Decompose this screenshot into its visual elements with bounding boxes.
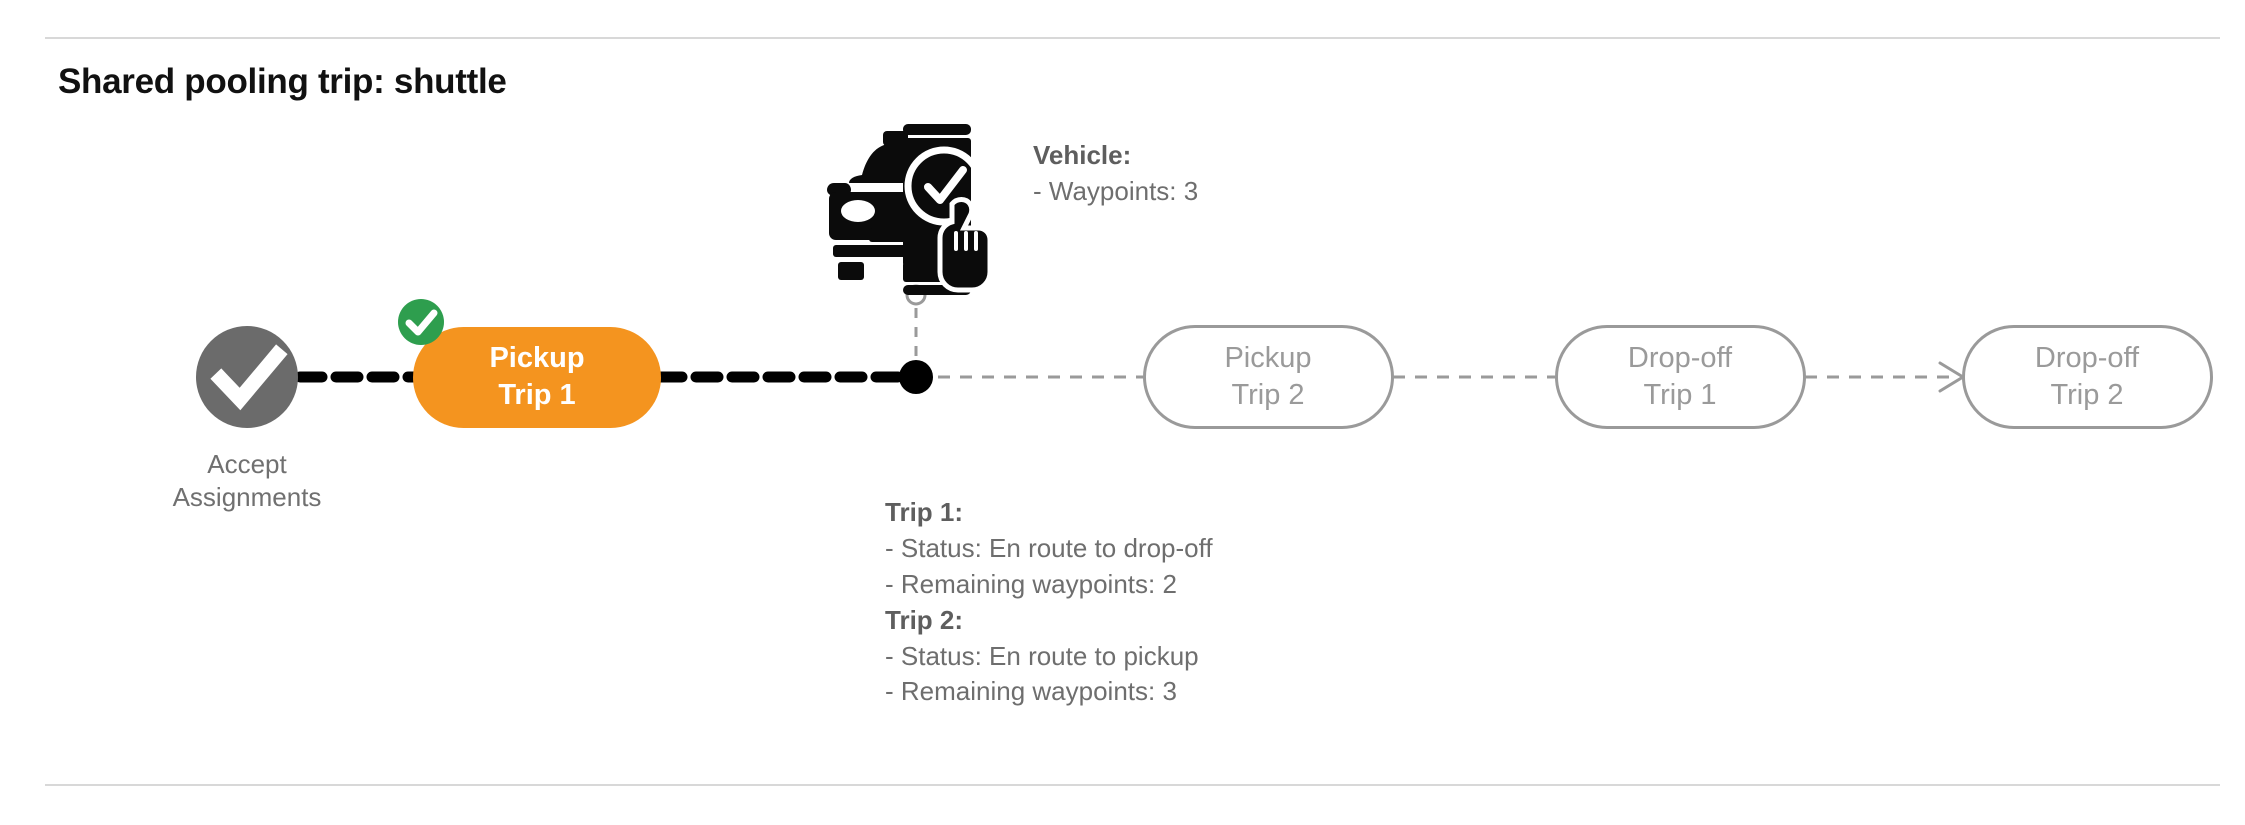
vehicle-check-ring <box>904 146 984 226</box>
check-mark-icon <box>210 344 288 411</box>
check-badge-circle <box>398 299 444 345</box>
vehicle-headlight <box>841 200 875 222</box>
vehicle-side-panel <box>869 228 909 242</box>
vehicle-car-cabin <box>849 145 906 183</box>
trip-2-status: - Status: En route to pickup <box>885 640 1199 671</box>
check-badge-mark-icon <box>405 309 438 336</box>
vehicle-roof-box <box>883 131 908 146</box>
vehicle-annotation-heading-suffix: : <box>1122 140 1132 170</box>
node-pickup-trip-1-shape <box>413 327 661 428</box>
trip-1-heading-line: Trip 1: <box>885 495 1213 531</box>
bottom-divider <box>45 784 2220 786</box>
top-divider <box>45 37 2220 39</box>
trip-details-annotation: Trip 1: - Status: En route to drop-off -… <box>885 495 1213 710</box>
node-pickup-trip-1[interactable] <box>413 327 661 428</box>
trip-2-heading-suffix: : <box>954 604 964 635</box>
vehicle-annotation: Vehicle: - Waypoints: 3 <box>1033 138 1198 210</box>
trip-2-heading: Trip 2 <box>885 604 955 635</box>
node-drop-off-trip-1[interactable] <box>1555 325 1806 429</box>
page-title: Shared pooling trip: shuttle <box>58 62 507 101</box>
vehicle-check-mark-icon <box>924 166 967 204</box>
vehicle-annotation-heading-line: Vehicle: <box>1033 138 1198 174</box>
node-pickup-trip-2-shape <box>1143 325 1394 429</box>
node-drop-off-trip-1-shape <box>1555 325 1806 429</box>
check-badge-icon <box>398 299 444 345</box>
vehicle-bumper <box>833 245 908 257</box>
vehicle-phone-top-bar <box>903 124 971 135</box>
start-node-accept-assignments[interactable] <box>196 326 298 428</box>
vehicle-annotation-waypoints: - Waypoints: 3 <box>1033 175 1199 206</box>
trip-1-remaining-waypoints: - Remaining waypoints: 2 <box>885 568 1177 599</box>
trip-1-heading-suffix: : <box>954 497 964 527</box>
trip-1-status: - Status: En route to drop-off <box>885 532 1213 563</box>
vehicle-lower-bumper <box>838 262 864 280</box>
trip-2-remaining-waypoints: - Remaining waypoints: 3 <box>885 676 1177 707</box>
check-circle-icon <box>196 326 298 428</box>
node-drop-off-trip-2[interactable] <box>1962 325 2213 429</box>
node-drop-off-trip-2-shape <box>1962 325 2213 429</box>
trip-1-heading: Trip 1 <box>885 497 955 527</box>
start-node-caption: Accept Assignments <box>172 449 322 513</box>
vehicle-annotation-heading: Vehicle <box>1033 140 1123 170</box>
vehicle-check-phone-icon <box>827 124 993 295</box>
trip-2-heading-line: Trip 2: <box>885 603 1213 639</box>
vehicle-position-dot <box>899 360 933 394</box>
vehicle-hand-knuckles <box>954 231 978 251</box>
node-pickup-trip-2[interactable] <box>1143 325 1394 429</box>
